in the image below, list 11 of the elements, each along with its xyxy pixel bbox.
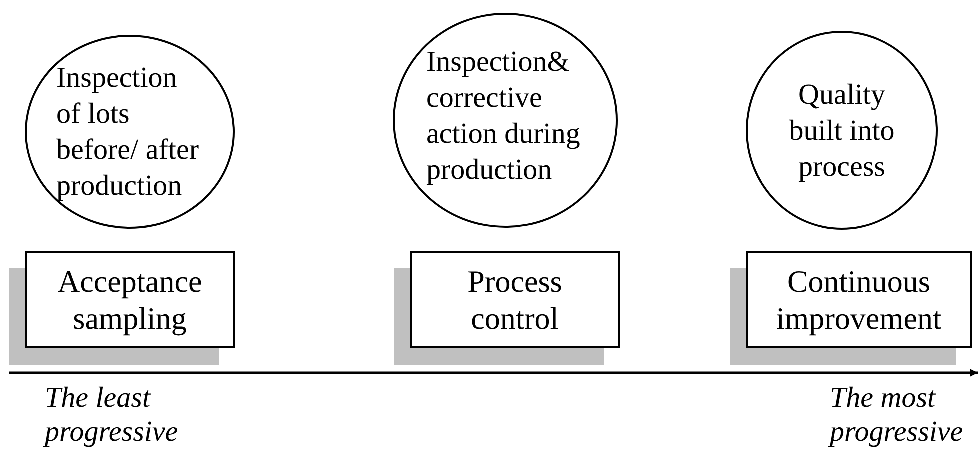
stage-box [730, 251, 972, 365]
scale-label: The most progressive [830, 381, 964, 449]
node-text: Acceptance sampling [56, 262, 204, 336]
stage-box [9, 251, 235, 365]
node-text: Continuous improvement [775, 262, 943, 336]
node-text: Inspection of lots before/ after production [56, 61, 200, 204]
stage-box [394, 251, 620, 365]
node-text: Inspection& corrective action during production [426, 44, 582, 188]
scale-label: The least progressive [45, 381, 180, 449]
node-text: Process control [466, 262, 564, 336]
node-text: Quality built into process [788, 78, 896, 184]
